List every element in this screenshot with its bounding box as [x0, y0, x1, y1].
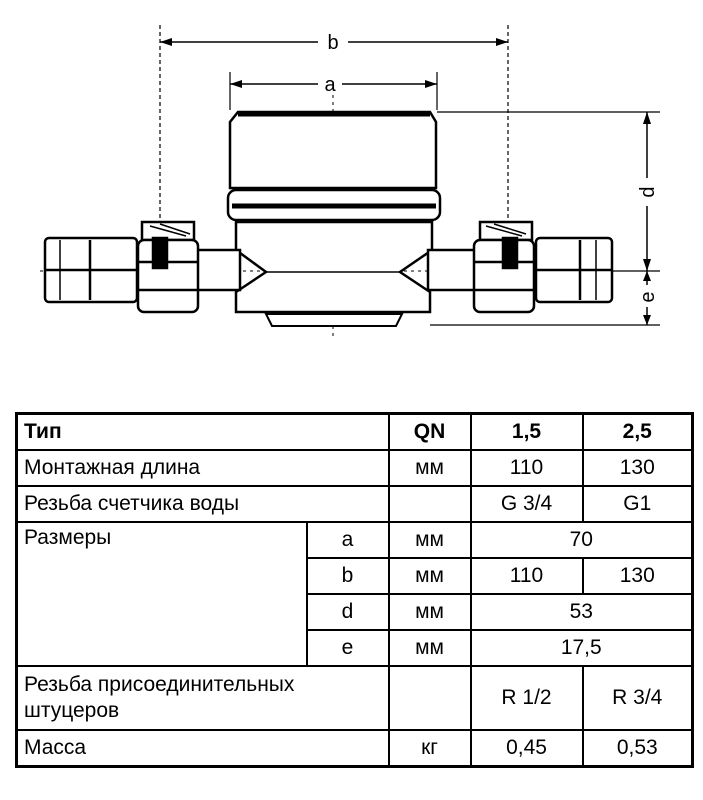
thread-value-2: G1: [581, 485, 694, 523]
size-a-unit: мм: [387, 521, 472, 559]
table-row-mass: Масса кг 0,45 0,53: [15, 729, 694, 768]
dimension-b: b: [160, 32, 508, 54]
thread-unit-empty: [387, 485, 472, 523]
water-meter-drawing: b a d e: [40, 25, 660, 340]
meter-body: [190, 110, 478, 327]
fitting-unit-empty: [387, 665, 472, 731]
fitting-value-1: R 1/2: [469, 665, 584, 731]
table-row-length: Монтажная длина мм 110 130: [15, 449, 694, 487]
table-row-size-a: Размеры a мм 70: [15, 521, 694, 667]
table-row-size-e: e мм 17,5: [17, 629, 694, 667]
specification-table: Тип QN 1,5 2,5 Монтажная длина мм 110 13…: [15, 412, 694, 768]
table-row-fitting: Резьба присоединительных штуцеров R 1/2 …: [15, 665, 694, 731]
mass-unit: кг: [387, 729, 472, 768]
size-d-value: 53: [469, 593, 694, 631]
table-row-thread: Резьба счетчика воды G 3/4 G1: [15, 485, 694, 523]
length-unit: мм: [387, 449, 472, 487]
dimension-b-label: b: [327, 32, 338, 54]
size-a-value: 70: [469, 521, 694, 559]
left-fitting: [43, 220, 200, 314]
size-b-value-2: 130: [581, 557, 694, 595]
type-label: Тип: [15, 412, 390, 451]
size-a-symbol: a: [305, 521, 390, 559]
size-b-value-1: 110: [469, 557, 584, 595]
size-e-value: 17,5: [469, 629, 694, 667]
thread-value-1: G 3/4: [469, 485, 584, 523]
qn-label: QN: [387, 412, 472, 451]
fitting-value-2: R 3/4: [581, 665, 694, 731]
mass-value-1: 0,45: [469, 729, 584, 768]
size-e-unit: мм: [387, 629, 472, 667]
table-row-type: Тип QN 1,5 2,5: [15, 412, 694, 451]
qn-value-1: 1,5: [469, 412, 584, 451]
thread-label: Резьба счетчика воды: [15, 485, 390, 523]
right-fitting: [472, 220, 614, 314]
sizes-label: Размеры: [15, 521, 308, 667]
dimension-e: e: [637, 271, 659, 325]
size-b-symbol: b: [305, 557, 390, 595]
dimension-a-label: a: [324, 74, 336, 96]
mass-value-2: 0,53: [581, 729, 694, 768]
size-d-unit: мм: [387, 593, 472, 631]
dimension-d: d: [637, 112, 659, 271]
fitting-label: Резьба присоединительных штуцеров: [15, 665, 390, 731]
size-b-unit: мм: [387, 557, 472, 595]
dimension-a: a: [230, 74, 437, 96]
size-d-symbol: d: [305, 593, 390, 631]
table-row-size-b: b мм 110 130: [17, 557, 694, 595]
table-row-size-d: d мм 53: [17, 593, 694, 631]
size-e-symbol: e: [305, 629, 390, 667]
length-value-1: 110: [469, 449, 584, 487]
dimension-d-label: d: [637, 186, 659, 197]
length-label: Монтажная длина: [15, 449, 390, 487]
mass-label: Масса: [15, 729, 390, 768]
qn-value-2: 2,5: [581, 412, 694, 451]
dimension-e-label: e: [637, 291, 659, 302]
length-value-2: 130: [581, 449, 694, 487]
